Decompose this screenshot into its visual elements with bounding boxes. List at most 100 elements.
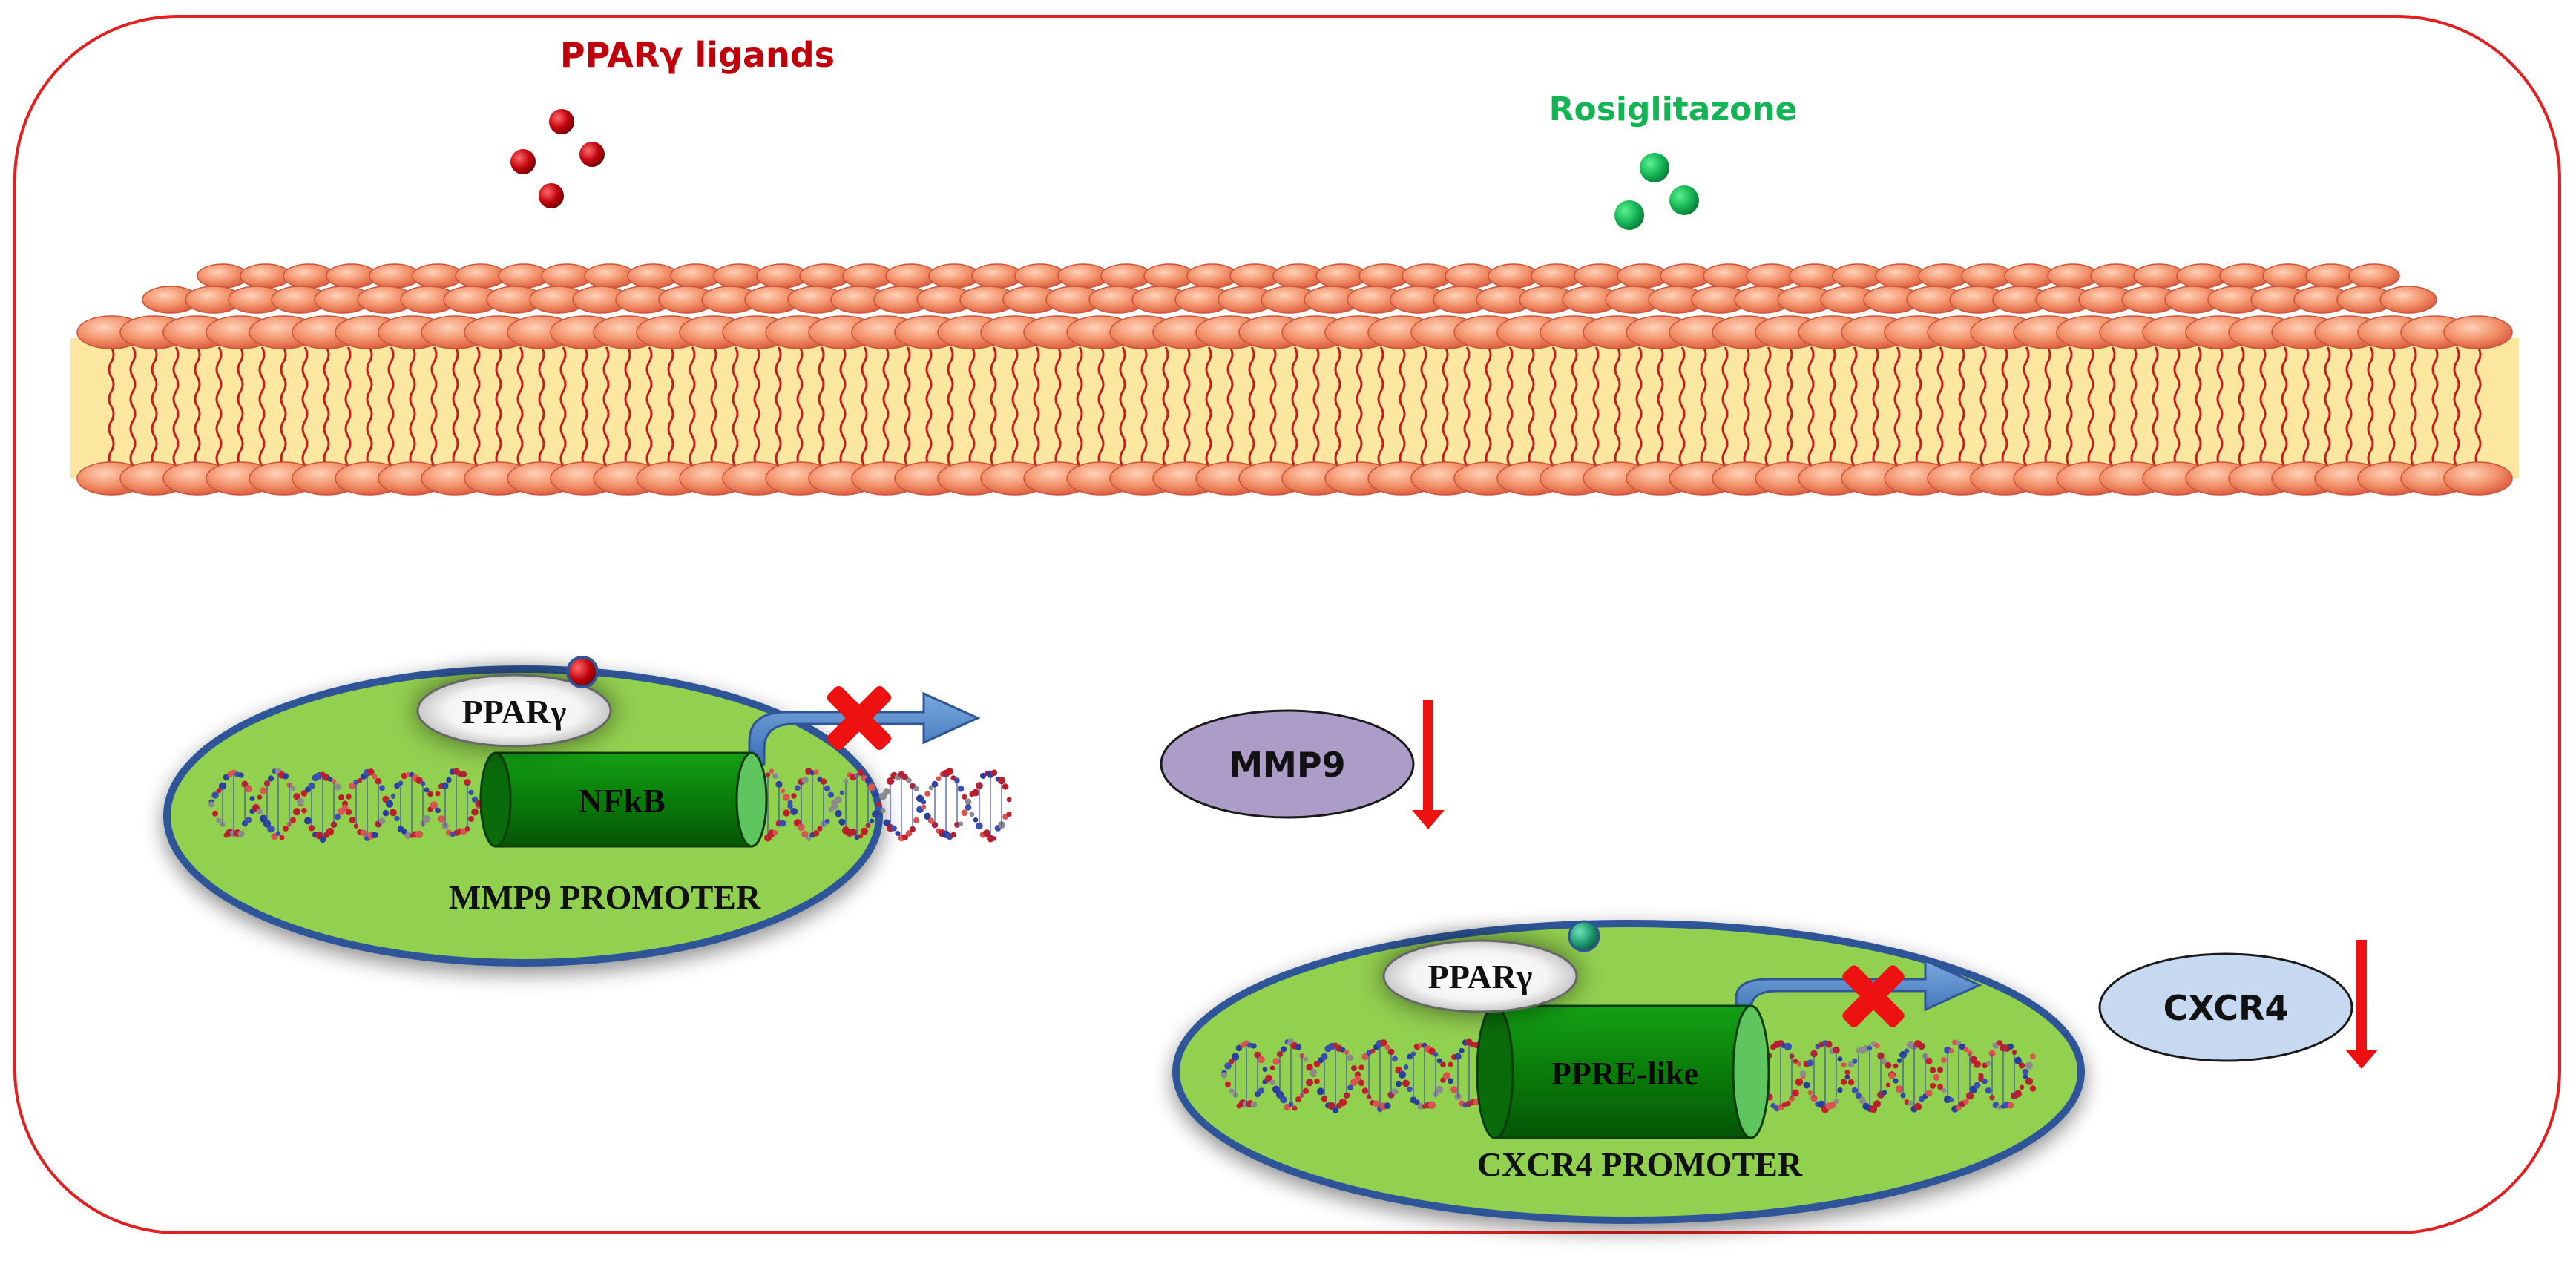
dna-atom — [1844, 1074, 1850, 1080]
dna-atom — [1295, 1096, 1301, 1102]
lipid-tail — [366, 346, 373, 467]
rosiglitazone-dot — [1640, 153, 1669, 182]
dna-atom — [460, 771, 467, 778]
dna-atom — [824, 818, 830, 824]
dna-atom — [858, 834, 864, 839]
dna-atom — [972, 789, 979, 797]
downregulation-arrow — [2345, 940, 2378, 1069]
dna-atom — [1829, 1102, 1836, 1109]
dna-atom — [1427, 1101, 1436, 1109]
blocked-transcription-x — [827, 685, 892, 751]
dna-atom — [390, 794, 396, 799]
dna-atom — [1351, 1065, 1357, 1072]
dna-atom — [2029, 1085, 2037, 1092]
dna-atom — [1272, 1058, 1280, 1065]
dna-atom — [1338, 1098, 1347, 1107]
dna-atom — [464, 826, 470, 832]
dna-atom — [1380, 1039, 1387, 1047]
lipid-tail — [2087, 346, 2094, 467]
lipid-tail — [2023, 346, 2030, 467]
mmp9-output: MMP9 — [1160, 700, 1445, 829]
dna-atom — [1340, 1047, 1346, 1053]
dna-atom — [267, 775, 275, 782]
dna-atom — [1280, 1096, 1287, 1104]
dna-atom — [293, 792, 300, 800]
cell-membrane — [70, 263, 2519, 496]
dna-atom — [1925, 1090, 1933, 1097]
downregulation-arrow — [1412, 700, 1445, 829]
dna-atom — [1387, 1048, 1395, 1056]
dna-atom — [297, 797, 304, 806]
lipid-tail — [2066, 346, 2073, 467]
dna-atom — [924, 791, 930, 797]
dna-atom — [772, 830, 778, 835]
dna-atom — [1941, 1087, 1947, 1093]
mmp9-nucleus: NFkB PPARγ MMP9 PROMOTER — [163, 656, 1012, 967]
dna-atom — [969, 812, 975, 817]
dna-atom — [372, 774, 378, 780]
dna-atom — [1440, 1061, 1446, 1068]
dna-atom — [1851, 1087, 1859, 1094]
dna-atom — [865, 777, 871, 783]
dna-atom — [1807, 1059, 1814, 1067]
dna-atom — [424, 787, 430, 793]
lipid-tail — [1764, 346, 1772, 467]
lipid-tail — [904, 346, 911, 467]
dna-atom — [435, 807, 441, 814]
dna-atom — [783, 809, 790, 817]
ppar-receptor — [1382, 939, 1578, 1013]
dna-atom — [1825, 1041, 1833, 1048]
dna-atom — [257, 809, 263, 815]
dna-atom — [1347, 1054, 1354, 1061]
dna-atom — [2030, 1053, 2036, 1059]
ppar-ligand-dot — [510, 149, 536, 174]
dna-atom — [327, 776, 333, 782]
dna-atom — [427, 791, 433, 797]
lipid-tail — [108, 346, 115, 467]
dna-atom — [827, 791, 835, 798]
dna-atom — [1358, 1064, 1364, 1070]
lipid-tail — [1140, 346, 1148, 467]
lipid-tail — [645, 346, 653, 467]
lipid-tail — [1807, 346, 1815, 467]
dna-atom — [357, 777, 363, 783]
dna-atom — [1414, 1099, 1420, 1106]
dna-atom — [1956, 1040, 1962, 1046]
cxcr4-protein — [2098, 952, 2353, 1062]
dna-atom — [1837, 1056, 1843, 1062]
dna-atom — [1354, 1075, 1361, 1082]
dna-atom — [791, 793, 797, 799]
dna-atom — [1799, 1070, 1807, 1077]
dna-atom — [1358, 1079, 1365, 1087]
dna-atom — [1310, 1068, 1317, 1076]
mmp9-protein — [1160, 709, 1415, 819]
dna-atom — [1006, 811, 1012, 817]
lipid-tail — [1743, 346, 1750, 467]
dna-atom — [2014, 1090, 2022, 1098]
dna-atom — [1933, 1073, 1940, 1081]
blocked-transcription-x — [1842, 965, 1905, 1027]
dna-helix — [1220, 1038, 2037, 1114]
dna-atom — [371, 832, 378, 839]
dna-atom — [1407, 1086, 1413, 1093]
dna-atom — [1844, 1070, 1850, 1076]
lipid-tail — [323, 346, 330, 467]
dna-atom — [1985, 1061, 1991, 1066]
rosiglitazone-label: Rosiglitazone — [1549, 90, 1798, 128]
dna-atom — [1006, 797, 1012, 803]
lipid-tail — [925, 346, 933, 467]
dna-atom — [1303, 1056, 1309, 1062]
dna-atom — [1847, 1061, 1855, 1068]
dna-atom — [921, 800, 927, 805]
dna-atom — [779, 820, 786, 827]
rosiglitazone-dot — [1669, 185, 1699, 215]
lipid-tail — [301, 346, 309, 467]
dna-atom — [1384, 1102, 1391, 1110]
dna-atom — [909, 826, 916, 832]
lipid-tail — [753, 346, 760, 467]
lipid-tail — [1549, 346, 1557, 467]
dna-atom — [1448, 1078, 1453, 1084]
lipid-tail — [1011, 346, 1019, 467]
dna-atom — [300, 790, 308, 797]
dna-atom — [783, 794, 790, 801]
